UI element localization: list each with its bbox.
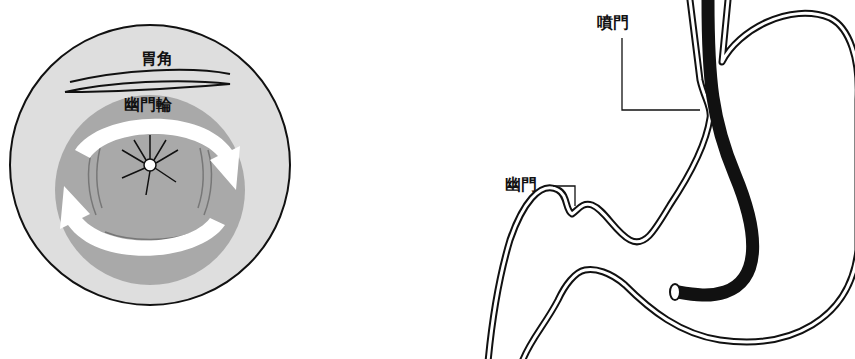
antrum-lumen <box>55 95 245 285</box>
view-circle <box>10 25 290 305</box>
leader-line <box>553 186 575 206</box>
pyloric-ring-label: 幽門輪 <box>124 96 172 114</box>
endoscope <box>678 0 753 295</box>
leader-line <box>622 38 700 110</box>
angle-fold <box>65 81 230 92</box>
pyloric-ring <box>122 135 178 195</box>
rotation-arrows <box>60 119 240 256</box>
cardia-label: 噴門 <box>597 14 629 32</box>
angle-fold <box>70 70 230 82</box>
angle-label: 胃角 <box>141 50 173 68</box>
stomach-outline <box>488 0 855 359</box>
endoscope-tip <box>670 284 680 300</box>
pylorus-label: 幽門 <box>505 176 537 194</box>
